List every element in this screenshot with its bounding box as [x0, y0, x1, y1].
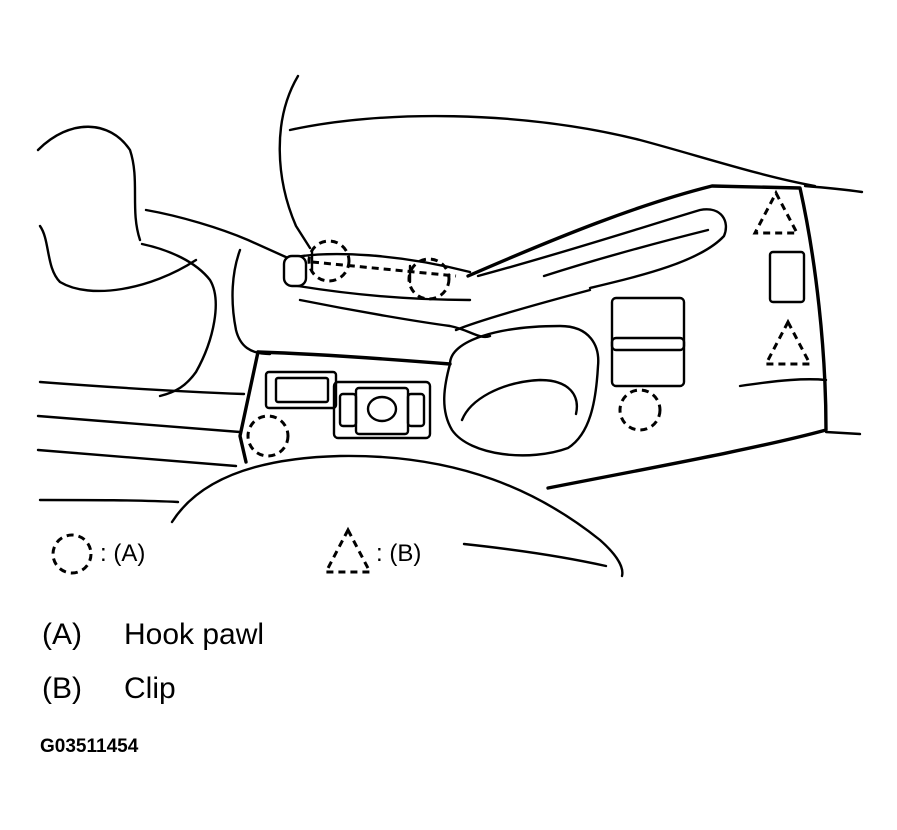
dashed-triangle-icon	[323, 526, 373, 574]
hook-pawl-marker	[407, 257, 451, 301]
shift-boot	[36, 125, 290, 398]
clip-marker	[752, 189, 800, 235]
clip-marker	[763, 318, 813, 366]
hook-pawl-marker	[246, 414, 290, 458]
hook-pawl-marker	[307, 239, 351, 283]
seat-edge-line	[462, 542, 608, 568]
legend-a-label: : (A)	[100, 540, 146, 567]
floor-lines	[36, 380, 246, 504]
console-body	[466, 184, 862, 490]
hook-pawl-markers	[246, 239, 662, 458]
key-b-text: Clip	[124, 672, 176, 705]
hook-pawl-marker	[618, 388, 662, 432]
key-a-letter: (A)	[42, 618, 82, 651]
key-b-letter: (B)	[42, 672, 82, 705]
cup-holder	[443, 250, 806, 457]
key-a-text: Hook pawl	[124, 618, 265, 651]
console-front-panel	[238, 350, 452, 464]
clip-markers	[752, 189, 813, 366]
dashboard-lines	[278, 74, 864, 250]
legend-b-label: : (B)	[376, 540, 422, 567]
console-tray	[298, 208, 728, 339]
dashed-circle-icon	[51, 533, 93, 575]
seat-cushion	[170, 454, 624, 578]
figure-code: G03511454	[40, 736, 139, 757]
